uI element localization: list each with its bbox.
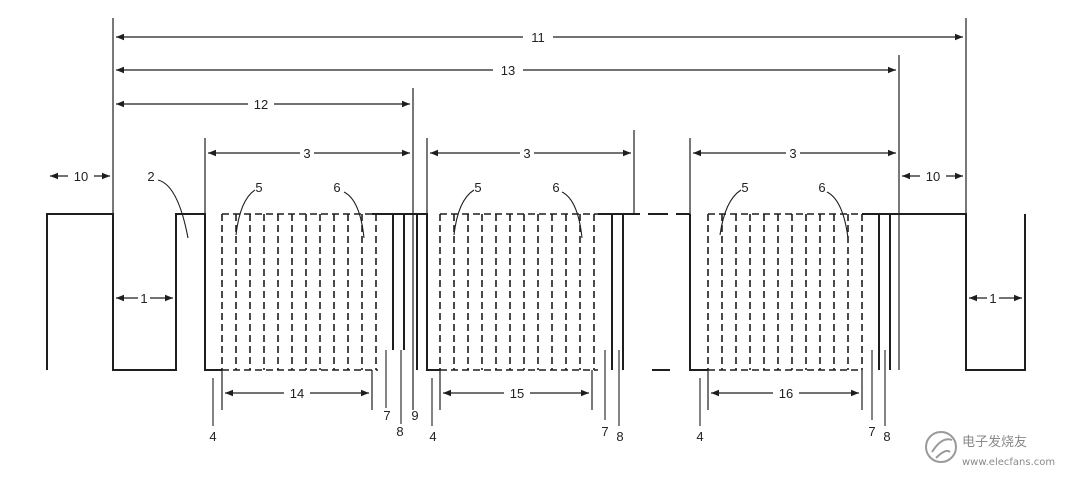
label-callout-5b: 5 — [474, 180, 481, 195]
watermark-title: 电子发烧友 — [962, 434, 1027, 450]
label-callout-8c: 8 — [883, 429, 890, 444]
label-dim-1-right: 1 — [989, 291, 996, 306]
callout-leaders — [157, 179, 886, 426]
label-callout-6a: 6 — [333, 180, 340, 195]
waveform-solid-mid-b — [417, 213, 440, 371]
leader-5c — [719, 189, 742, 236]
label-callout-9: 9 — [411, 408, 418, 423]
label-callout-5a: 5 — [255, 180, 262, 195]
label-dim-3c: 3 — [789, 146, 796, 161]
label-callout-7c: 7 — [868, 424, 875, 439]
label-dim-10-left: 10 — [74, 169, 88, 184]
leader-6b — [561, 191, 583, 239]
label-callout-4a: 4 — [209, 429, 216, 444]
label-dim-3a: 3 — [303, 146, 310, 161]
label-callout-7b: 7 — [601, 424, 608, 439]
extension-lines — [112, 18, 967, 410]
signal-waveform — [46, 213, 1026, 371]
label-dim-1-left: 1 — [140, 291, 147, 306]
label-dim-11: 11 — [531, 30, 545, 45]
electronics-logo-icon — [925, 431, 957, 463]
waveform-solid-mid-a — [372, 213, 418, 370]
burst-2-pulses — [439, 214, 595, 370]
watermark-site: www.elecfans.com — [962, 457, 1055, 468]
dashed-bursts — [221, 213, 863, 371]
leader-5b — [453, 189, 475, 236]
label-dim-13: 13 — [501, 63, 515, 78]
label-callout-2: 2 — [147, 169, 154, 184]
label-callout-7a: 7 — [383, 408, 390, 423]
burst-1-pulses — [221, 214, 377, 370]
label-dim-12: 12 — [254, 97, 268, 112]
waveform-solid-right-a — [689, 214, 708, 371]
label-callout-4b: 4 — [429, 429, 436, 444]
label-callout-6c: 6 — [818, 180, 825, 195]
leader-5a — [235, 189, 256, 236]
label-dim-16: 16 — [779, 386, 793, 401]
labels: 11 13 12 3 3 3 10 10 1 1 14 15 16 2 5 6 … — [74, 30, 997, 444]
waveform-solid-right-b — [862, 213, 1026, 371]
label-callout-8a: 8 — [396, 424, 403, 439]
label-callout-8b: 8 — [616, 429, 623, 444]
label-callout-5c: 5 — [741, 180, 748, 195]
leader-6c — [826, 191, 849, 239]
leader-6a — [343, 191, 365, 239]
label-dim-3b: 3 — [523, 146, 530, 161]
label-dim-14: 14 — [290, 386, 304, 401]
burst-3-pulses — [707, 214, 863, 370]
watermark: 电子发烧友 www.elecfans.com — [925, 431, 1055, 468]
label-callout-6b: 6 — [552, 180, 559, 195]
label-callout-4c: 4 — [696, 429, 703, 444]
label-masks — [68, 28, 999, 402]
label-dim-10-right: 10 — [926, 169, 940, 184]
leader-2 — [157, 179, 189, 239]
label-dim-15: 15 — [510, 386, 524, 401]
waveform-solid-left — [46, 213, 222, 371]
